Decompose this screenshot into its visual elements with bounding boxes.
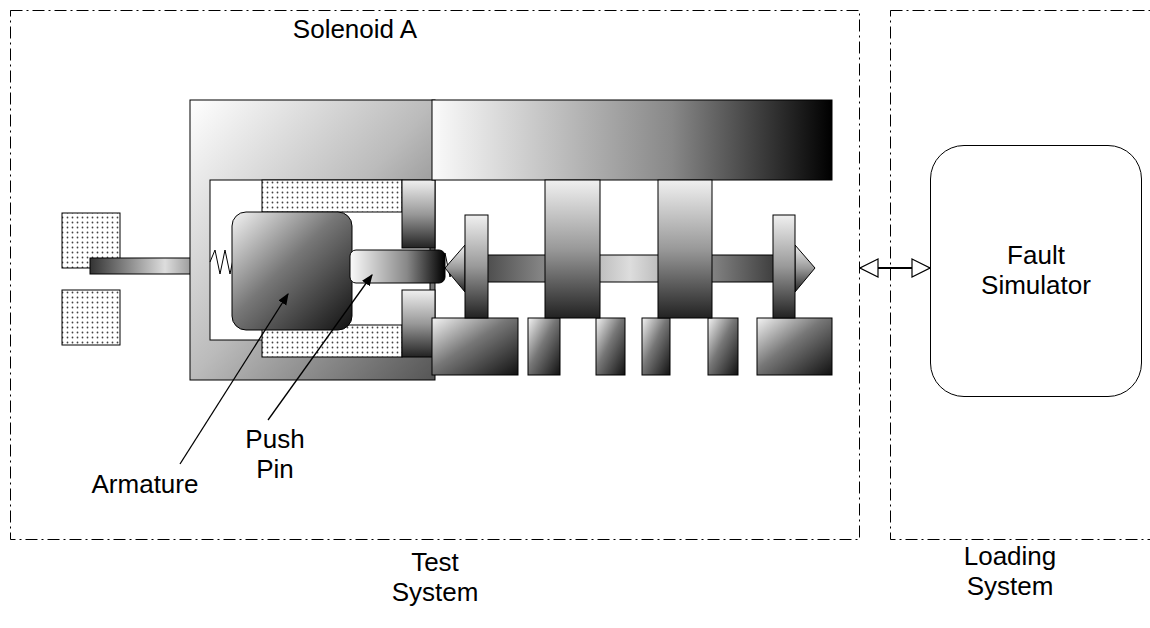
part-name: Solenoid A xyxy=(290,15,420,45)
leader-line xyxy=(268,275,372,420)
part-name: Armature xyxy=(80,470,210,500)
rounded-box: Fault Simulator xyxy=(930,145,1142,397)
region-label: Loading System xyxy=(948,542,1073,602)
system-region: Loading SystemFault Simulator xyxy=(890,10,1150,540)
box-label: Fault Simulator xyxy=(961,241,1111,301)
part-name: Push Pin xyxy=(235,425,315,485)
dash-dot-border xyxy=(10,10,860,540)
system-region: Test System xyxy=(10,10,860,540)
region-label: Test System xyxy=(385,548,485,608)
double-arrow xyxy=(860,267,930,269)
